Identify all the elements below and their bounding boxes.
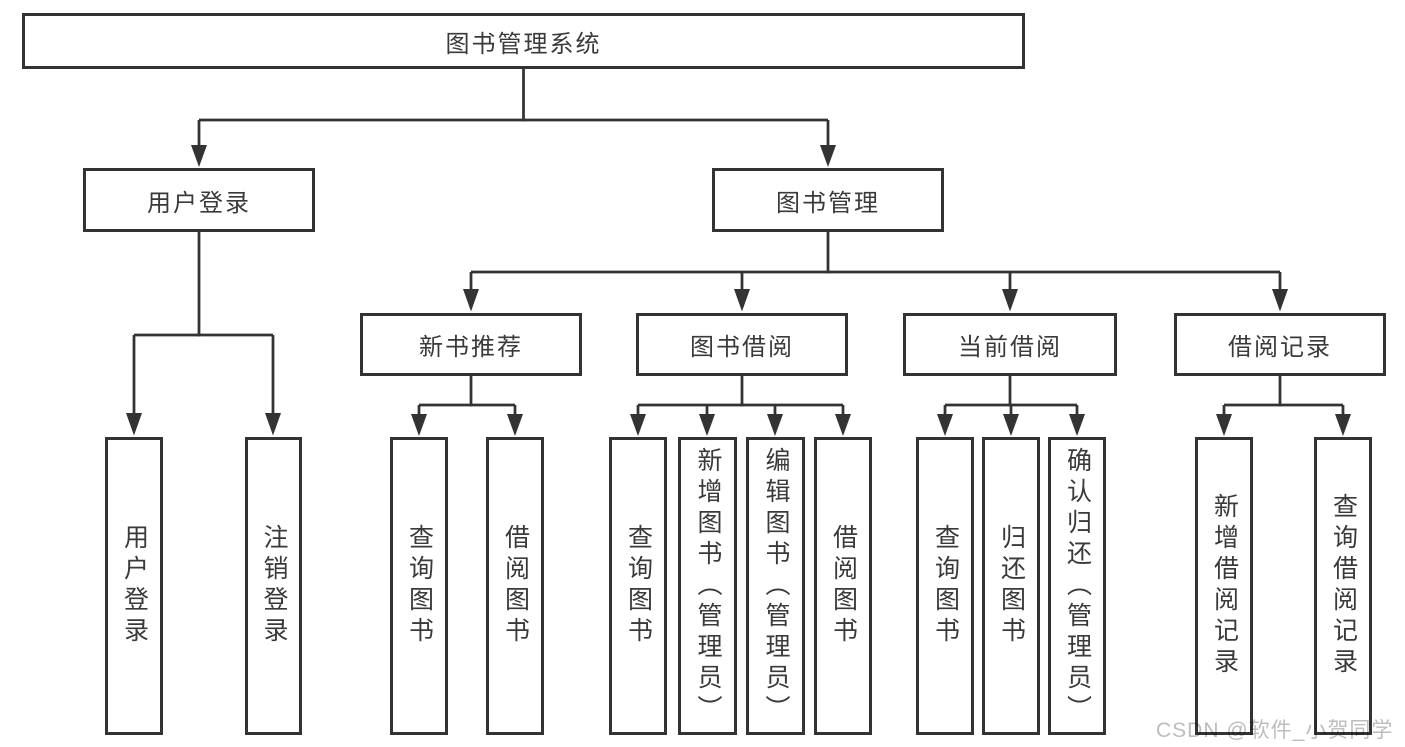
- node-current-borrow: 当前借阅: [903, 313, 1117, 376]
- leaf-borrow-books-recommend: 借阅图书: [486, 437, 544, 735]
- node-new-book-recommend: 新书推荐: [360, 313, 582, 376]
- leaf-borrow-books: 借阅图书: [814, 437, 872, 735]
- leaf-query-books-borrow: 查询图书: [609, 437, 667, 735]
- leaf-confirm-return-admin: 确认归还（管理员）: [1048, 437, 1106, 735]
- leaf-edit-books-admin: 编辑图书（管理员）: [746, 437, 805, 735]
- node-library-system: 图书管理系统: [22, 13, 1025, 69]
- node-book-borrow: 图书借阅: [636, 313, 848, 376]
- leaf-return-books: 归还图书: [982, 437, 1040, 735]
- node-book-management: 图书管理: [712, 168, 944, 232]
- leaf-add-borrow-record: 新增借阅记录: [1195, 437, 1253, 735]
- node-user-login: 用户登录: [83, 168, 315, 232]
- leaf-query-borrow-record: 查询借阅记录: [1314, 437, 1372, 735]
- leaf-logout: 注销登录: [245, 437, 302, 735]
- leaf-query-books-current: 查询图书: [916, 437, 974, 735]
- node-borrow-records: 借阅记录: [1174, 313, 1386, 376]
- leaf-add-books-admin: 新增图书（管理员）: [678, 437, 737, 735]
- leaf-query-books-recommend: 查询图书: [390, 437, 448, 735]
- leaf-user-login: 用户登录: [105, 437, 163, 735]
- csdn-watermark: CSDN @软件_小贺同学: [1156, 719, 1394, 742]
